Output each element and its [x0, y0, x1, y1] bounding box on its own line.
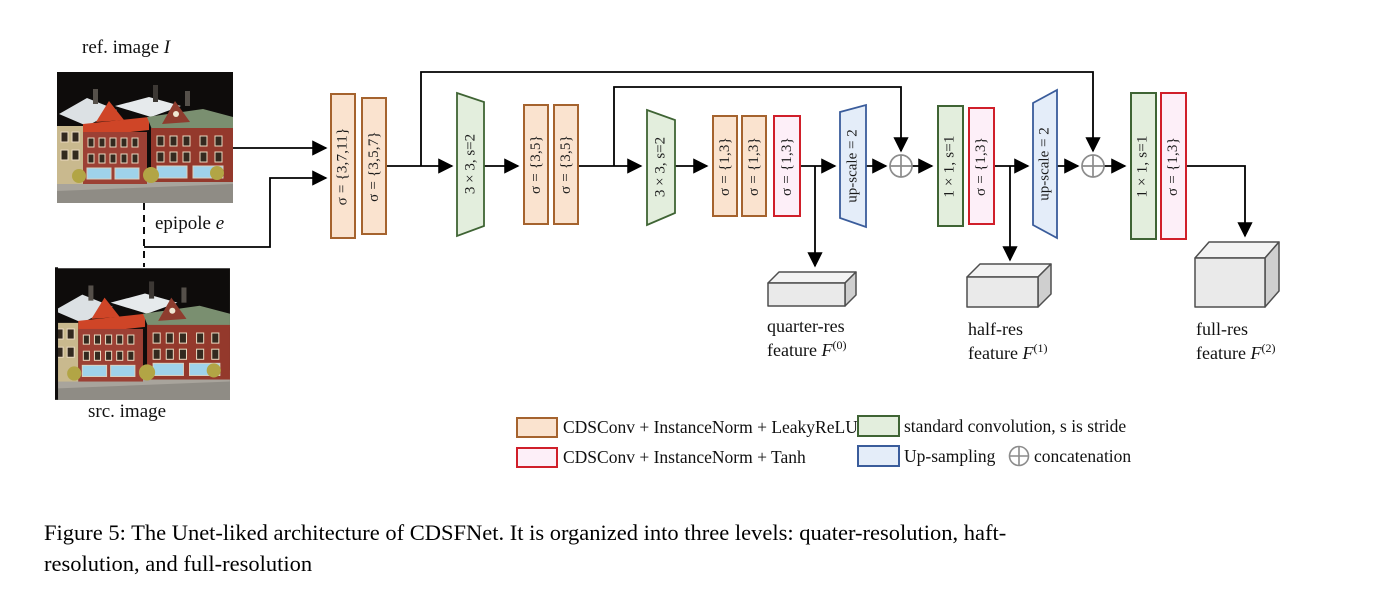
epipole-label: epipole e — [155, 213, 224, 235]
feature-word: feature — [767, 339, 817, 360]
arrow-dec2-to-full-feature — [1187, 165, 1253, 238]
block-label: σ = {3,5} — [527, 135, 544, 194]
block-label: σ = {3,5} — [557, 135, 574, 194]
block-label: σ = {1,3} — [973, 136, 989, 196]
down2-label: 3 × 3, s=2 — [652, 136, 669, 198]
feature-symbol-line: feature F(1) — [968, 341, 1047, 365]
feature-superscript: (2) — [1261, 340, 1276, 355]
block-enc2-conv1: σ = {3,5} — [523, 104, 549, 225]
legend-swatch-standard-conv — [857, 415, 900, 437]
block-enc3-conv1: σ = {1,3} — [712, 115, 738, 217]
feature-symbol: F — [1250, 342, 1262, 363]
legend-label-standard-conv: standard convolution, s is stride — [904, 416, 1127, 436]
full-res-feature-cuboid — [1194, 241, 1280, 308]
legend-label-upsampling: Up-sampling — [904, 446, 996, 466]
block-dec2-conv: 1 × 1, s=1 — [1130, 92, 1157, 240]
legend-swatch-upsampling — [857, 445, 900, 467]
quarter-res-feature-cuboid — [767, 271, 857, 307]
half-res-feature-label: half-res feature F(1) — [968, 318, 1047, 364]
feature-symbol: F — [1022, 342, 1034, 363]
up2-trapezoid — [1032, 88, 1058, 240]
feature-word: feature — [1196, 342, 1246, 363]
skip-connection-full-res — [420, 71, 1101, 166]
legend-label-concatenation: concatenation — [1034, 446, 1132, 466]
ref-image-variable: I — [163, 37, 171, 58]
block-label: σ = {3,7,11} — [334, 127, 351, 205]
half-res-feature-cuboid — [966, 263, 1052, 308]
quarter-res-feature-label: quarter-res feature F(0) — [767, 315, 846, 361]
flow-arrows — [144, 71, 1253, 268]
feature-symbol: F — [821, 339, 833, 360]
down1-trapezoid — [456, 91, 485, 238]
src-image-photo — [55, 267, 231, 400]
block-enc2-conv2: σ = {3,5} — [553, 104, 579, 225]
feature-symbol-line: feature F(2) — [1196, 341, 1275, 365]
block-label: 1 × 1, s=1 — [1135, 134, 1152, 198]
block-dec1-conv: 1 × 1, s=1 — [937, 105, 964, 227]
legend-label-cdsconv-tanh: CDSConv + InstanceNorm + Tanh — [563, 447, 806, 467]
feature-superscript: (0) — [832, 337, 847, 352]
ref-image-label: ref. image I — [82, 37, 170, 59]
arrow-src-to-enc1 — [144, 170, 328, 248]
legend-concat-plus-circle-icon — [1008, 445, 1030, 467]
feature-res-text: half-res — [968, 319, 1023, 339]
feature-res-text: quarter-res — [767, 316, 845, 336]
skip-connection-half-res — [613, 86, 909, 166]
feature-word: feature — [968, 342, 1018, 363]
up1-trapezoid — [839, 103, 867, 229]
block-enc3-conv2: σ = {1,3} — [741, 115, 767, 217]
feature-res-text: full-res — [1196, 319, 1248, 339]
src-image-label-text: src. image — [88, 401, 167, 422]
down2-trapezoid — [646, 108, 676, 227]
legend-swatch-cdsconv-leakyrelu — [516, 417, 558, 438]
block-dec1-out: σ = {1,3} — [968, 107, 995, 225]
legend-swatch-cdsconv-tanh — [516, 447, 558, 468]
concat1-plus-circle-icon — [889, 154, 913, 178]
up1-label: up-scale = 2 — [844, 129, 861, 203]
feature-superscript: (1) — [1033, 340, 1048, 355]
block-label: σ = {3,5,7} — [365, 130, 382, 202]
epipole-label-text: epipole — [155, 213, 211, 234]
block-label: 1 × 1, s=1 — [942, 134, 959, 198]
full-res-feature-label: full-res feature F(2) — [1196, 318, 1275, 364]
block-label: σ = {1,3} — [716, 136, 733, 196]
legend-label-cdsconv-leakyrelu: CDSConv + InstanceNorm + LeakyReLU — [563, 417, 858, 437]
block-enc3-out: σ = {1,3} — [773, 115, 801, 217]
concat2-plus-circle-icon — [1081, 154, 1105, 178]
caption-line-2: resolution, and full-resolution — [44, 551, 313, 576]
figure-caption: Figure 5: The Unet-liked architecture of… — [44, 517, 1364, 579]
up2-label: up-scale = 2 — [1036, 127, 1053, 201]
feature-symbol-line: feature F(0) — [767, 338, 846, 362]
block-dec2-out: σ = {1,3} — [1160, 92, 1187, 240]
down1-label: 3 × 3, s=2 — [462, 133, 479, 195]
block-label: σ = {1,3} — [1165, 136, 1181, 196]
block-label: σ = {1,3} — [778, 136, 795, 196]
caption-line-1: Figure 5: The Unet-liked architecture of… — [44, 520, 1007, 545]
block-enc1-conv2: σ = {3,5,7} — [361, 97, 387, 235]
ref-image-label-text: ref. image — [82, 37, 160, 58]
block-label: σ = {1,3} — [745, 136, 762, 196]
src-image-label: src. image — [88, 401, 166, 423]
epipole-variable: e — [215, 213, 225, 234]
block-enc1-conv1: σ = {3,7,11} — [330, 93, 356, 239]
